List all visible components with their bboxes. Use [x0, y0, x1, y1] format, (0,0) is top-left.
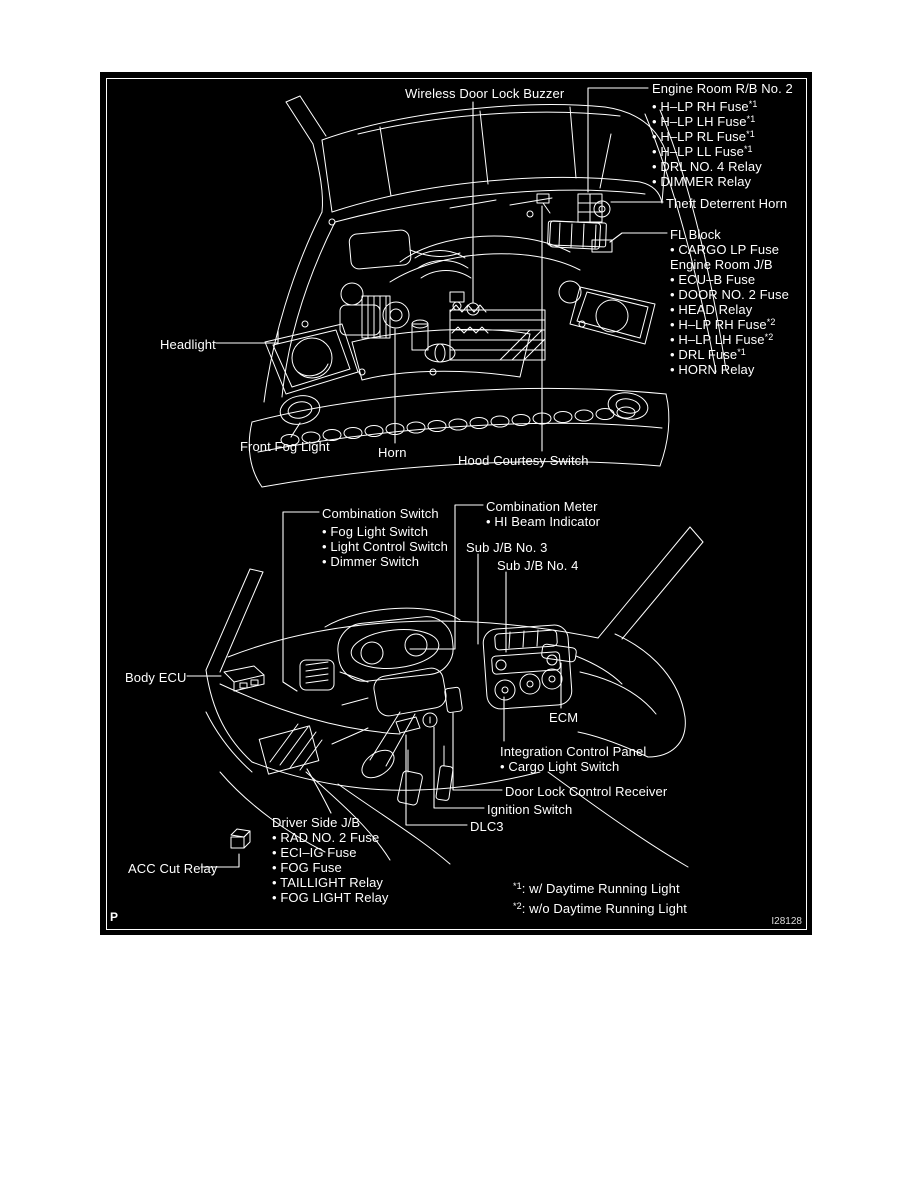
label-engine-room-jb-item: • HORN Relay	[670, 362, 755, 377]
label-sub-jb-no3: Sub J/B No. 3	[466, 540, 548, 555]
label-ecm: ECM	[549, 710, 579, 725]
label-engine-room-rb-item: • DRL NO. 4 Relay	[652, 159, 762, 174]
label-hood-courtesy-switch: Hood Courtesy Switch	[458, 453, 589, 468]
label-sub-jb-no4: Sub J/B No. 4	[497, 558, 579, 573]
leader-door-lock-control-receiver	[452, 712, 503, 791]
label-engine-room-jb-title: Engine Room J/B	[670, 257, 773, 272]
leader-dlc3	[405, 734, 468, 826]
label-ignition-switch: Ignition Switch	[487, 802, 573, 817]
label-theft-deterrent-horn: Theft Deterrent Horn	[666, 196, 788, 211]
label-driver-side-jb-item: • FOG LIGHT Relay	[272, 890, 389, 905]
label-combination-switch-item: • Dimmer Switch	[322, 554, 420, 569]
label-dlc3: DLC3	[470, 819, 504, 834]
footnote-2: *2: w/o Daytime Running Light	[513, 901, 688, 916]
label-engine-room-jb-item: • H–LP RH Fuse*2	[670, 317, 776, 332]
label-driver-side-jb: Driver Side J/B • RAD NO. 2 Fuse • ECI–I…	[272, 815, 389, 905]
label-engine-room-jb-item: • DRL Fuse*1	[670, 347, 746, 362]
label-driver-side-jb-item: • TAILLIGHT Relay	[272, 875, 384, 890]
label-door-lock-control-receiver: Door Lock Control Receiver	[505, 784, 668, 799]
figure-id: I28128	[771, 916, 802, 927]
leader-headlight	[215, 330, 279, 344]
label-fl-block-group: FL Block • CARGO LP Fuse Engine Room J/B…	[670, 227, 789, 377]
dashboard-drawing	[205, 526, 704, 868]
label-integration-control-panel: Integration Control Panel • Cargo Light …	[500, 744, 646, 774]
label-engine-room-rb-item: • H–LP RL Fuse*1	[652, 129, 755, 144]
label-engine-room-rb-item: • H–LP RH Fuse*1	[652, 99, 758, 114]
leader-ignition-switch	[433, 726, 485, 809]
label-integration-control-panel-item: • Cargo Light Switch	[500, 759, 620, 774]
engine-bay-drawing	[248, 95, 727, 488]
label-engine-room-jb-item: • DOOR NO. 2 Fuse	[670, 287, 789, 302]
label-integration-control-panel-title: Integration Control Panel	[500, 744, 647, 759]
leader-driver-side-jb	[306, 768, 332, 814]
label-wireless-door-lock-buzzer: Wireless Door Lock Buzzer	[405, 86, 565, 101]
label-engine-room-jb-item: • ECU–B Fuse	[670, 272, 756, 287]
label-body-ecu: Body ECU	[125, 670, 187, 685]
label-combination-switch-title: Combination Switch	[322, 506, 439, 521]
label-combination-switch-item: • Fog Light Switch	[322, 524, 429, 539]
label-front-fog-light: Front Fog Light	[240, 439, 330, 454]
leader-fl-block	[609, 232, 668, 243]
label-combination-meter-item: • HI Beam Indicator	[486, 514, 601, 529]
label-driver-side-jb-item: • RAD NO. 2 Fuse	[272, 830, 380, 845]
label-engine-room-rb-item: • H–LP LH Fuse*1	[652, 114, 756, 129]
label-fl-block-item: • CARGO LP Fuse	[670, 242, 780, 257]
label-engine-room-jb-item: • H–LP LH Fuse*2	[670, 332, 774, 347]
diagram-panel: Wireless Door Lock Buzzer Engine Room R/…	[100, 72, 812, 935]
label-combination-switch: Combination Switch • Fog Light Switch • …	[322, 506, 448, 569]
label-engine-room-rb: Engine Room R/B No. 2 • H–LP RH Fuse*1 •…	[652, 81, 793, 189]
diagram-line-art	[186, 87, 727, 868]
leader-combination-meter	[409, 504, 484, 650]
label-driver-side-jb-title: Driver Side J/B	[272, 815, 361, 830]
label-combination-meter-title: Combination Meter	[486, 499, 598, 514]
leader-engine-room-rb	[587, 87, 649, 193]
label-combination-switch-item: • Light Control Switch	[322, 539, 448, 554]
label-engine-room-rb-item: • H–LP LL Fuse*1	[652, 144, 753, 159]
leader-lines	[186, 87, 668, 868]
label-driver-side-jb-item: • FOG Fuse	[272, 860, 342, 875]
label-engine-room-rb-title: Engine Room R/B No. 2	[652, 81, 793, 96]
label-engine-room-rb-item: • DIMMER Relay	[652, 174, 752, 189]
label-horn: Horn	[378, 445, 407, 460]
leader-front-fog-light	[290, 422, 301, 438]
label-headlight: Headlight	[160, 337, 216, 352]
label-fl-block-title: FL Block	[670, 227, 721, 242]
label-acc-cut-relay: ACC Cut Relay	[128, 861, 218, 876]
label-combination-meter: Combination Meter • HI Beam Indicator	[486, 499, 600, 529]
label-driver-side-jb-item: • ECI–IG Fuse	[272, 845, 357, 860]
label-engine-room-jb-item: • HEAD Relay	[670, 302, 753, 317]
panel-corner-mark: P	[110, 910, 119, 924]
leader-combination-switch	[282, 511, 320, 692]
footnote-1: *1: w/ Daytime Running Light	[513, 881, 680, 896]
leader-acc-cut-relay	[200, 853, 240, 868]
